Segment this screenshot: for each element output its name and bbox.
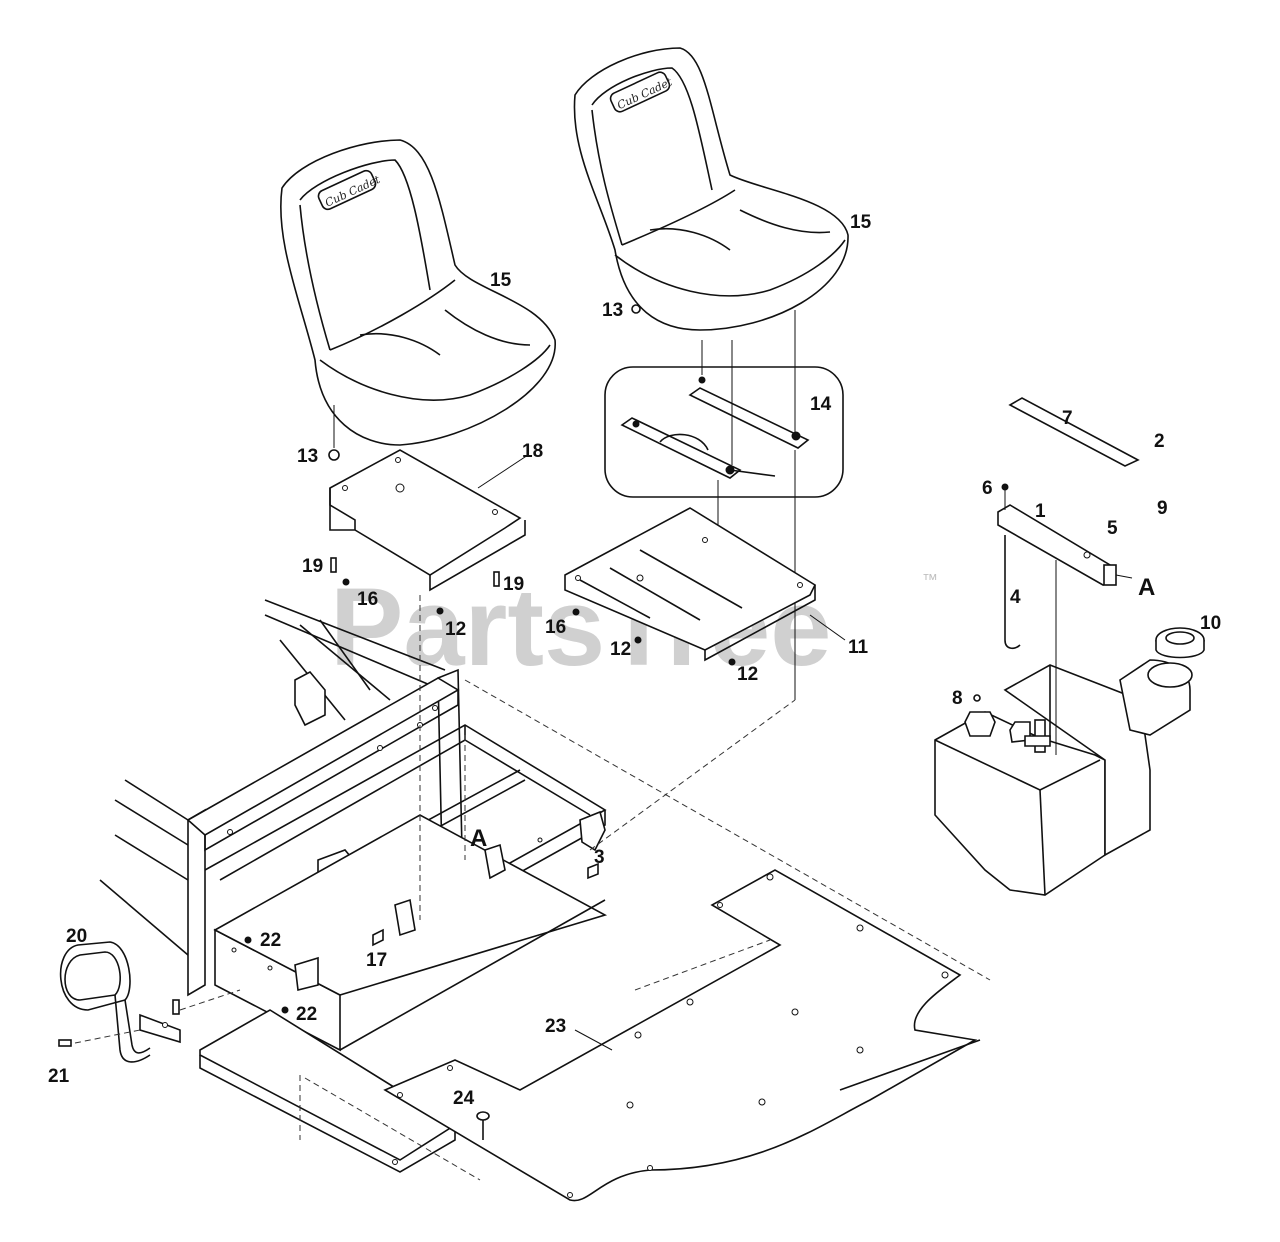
nut-12b[interactable]	[634, 636, 642, 644]
seat-frame[interactable]	[99, 599, 608, 1052]
callout-12-left: 12	[445, 619, 466, 640]
callout-21: 21	[48, 1066, 70, 1087]
callout-4: 4	[1010, 587, 1021, 608]
nut-22b[interactable]	[281, 1006, 289, 1014]
callout-11: 11	[848, 637, 869, 658]
callout-1: 1	[1035, 501, 1046, 522]
callout-6: 6	[982, 478, 993, 499]
callout-18: 18	[522, 441, 543, 462]
callout-24: 24	[453, 1088, 475, 1109]
callout-15-right: 15	[850, 212, 872, 233]
screw-17[interactable]	[372, 928, 384, 947]
callout-5: 5	[1107, 518, 1118, 539]
callout-16-left: 16	[357, 589, 378, 610]
nut-22a[interactable]	[244, 936, 252, 944]
leader-21	[74, 1029, 141, 1044]
seat-left[interactable]: Cub Cadet	[280, 139, 556, 446]
callout-20: 20	[66, 926, 87, 947]
assembly-line-1	[464, 679, 991, 981]
nut-16a[interactable]	[342, 578, 350, 586]
nut-12c[interactable]	[728, 658, 736, 666]
callout-22-top: 22	[260, 930, 281, 951]
bolt-6[interactable]	[1001, 483, 1009, 491]
leader-18	[477, 454, 529, 489]
callout-19-left: 19	[302, 556, 323, 577]
callout-8: 8	[952, 688, 963, 709]
assembly-line-7	[634, 939, 771, 991]
grab-handle[interactable]	[59, 941, 181, 1063]
nut-13a[interactable]	[328, 449, 340, 461]
nut-12a[interactable]	[436, 607, 444, 615]
fuel-tank[interactable]	[934, 659, 1193, 896]
reference-mark-a-frame: A	[470, 825, 487, 852]
step-plate[interactable]	[199, 1009, 457, 1173]
callout-2: 2	[1154, 431, 1165, 452]
reference-mark-a-tank: A	[1138, 574, 1155, 601]
bolt-21[interactable]	[58, 1039, 72, 1047]
callout-13-left: 13	[297, 446, 318, 467]
callout-15-left: 15	[490, 270, 512, 291]
callout-12-right: 12	[737, 664, 758, 685]
callout-17: 17	[366, 950, 387, 971]
leader-a2	[1115, 574, 1133, 579]
bolt-handle[interactable]	[172, 999, 180, 1015]
nut-13b[interactable]	[631, 304, 641, 314]
callout-14: 14	[810, 394, 832, 415]
callout-22-bottom: 22	[296, 1004, 317, 1025]
seat-plate-right[interactable]	[564, 507, 817, 662]
callout-19-right: 19	[503, 574, 524, 595]
fuel-nut[interactable]	[973, 694, 981, 702]
bolt-19b[interactable]	[493, 571, 500, 587]
callout-3: 3	[594, 847, 605, 868]
nut-16b[interactable]	[572, 608, 580, 616]
seat-slider-assembly[interactable]	[604, 366, 844, 498]
callout-9: 9	[1157, 498, 1168, 519]
leader-23	[574, 1029, 613, 1051]
callout-12-center: 12	[610, 639, 631, 660]
callout-16-right: 16	[545, 617, 566, 638]
assembly-line-4	[304, 1077, 481, 1181]
callout-13-right: 13	[602, 300, 623, 321]
seat-plate-left[interactable]	[329, 449, 526, 592]
floor-mat[interactable]	[383, 869, 981, 1202]
callout-10: 10	[1200, 613, 1221, 634]
seat-right[interactable]: Cub Cadet	[573, 47, 849, 331]
fuel-cap[interactable]	[1155, 627, 1205, 659]
leader-11	[809, 614, 846, 641]
tank-bracket[interactable]	[997, 504, 1117, 650]
callout-23: 23	[545, 1016, 566, 1037]
bolt-19a[interactable]	[330, 557, 337, 573]
screw-3[interactable]	[587, 862, 599, 880]
watermark-trademark: ™	[922, 572, 938, 589]
tank-strap[interactable]	[1008, 397, 1140, 467]
assembly-line-2	[589, 699, 796, 851]
callout-7: 7	[1062, 408, 1073, 429]
assembly-line-8	[179, 989, 241, 1011]
screw-24[interactable]	[476, 1111, 490, 1140]
